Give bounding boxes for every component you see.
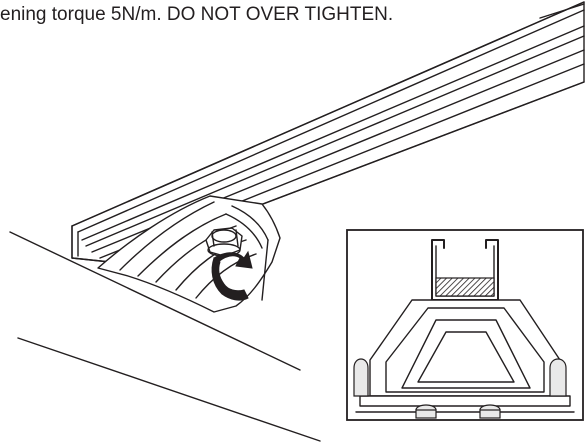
mounting-rail	[71, 1, 585, 263]
roof-surface	[9, 231, 321, 442]
rotation-arrow-icon	[211, 250, 253, 301]
bolt-icon	[205, 227, 243, 257]
base-plate	[355, 395, 575, 413]
rubber-feet	[353, 358, 567, 419]
tightening-instruction: ening torque 5N/m. DO NOT OVER TIGHTEN.	[0, 4, 394, 25]
bracket-profile	[369, 299, 561, 397]
detail-inset	[346, 229, 584, 421]
